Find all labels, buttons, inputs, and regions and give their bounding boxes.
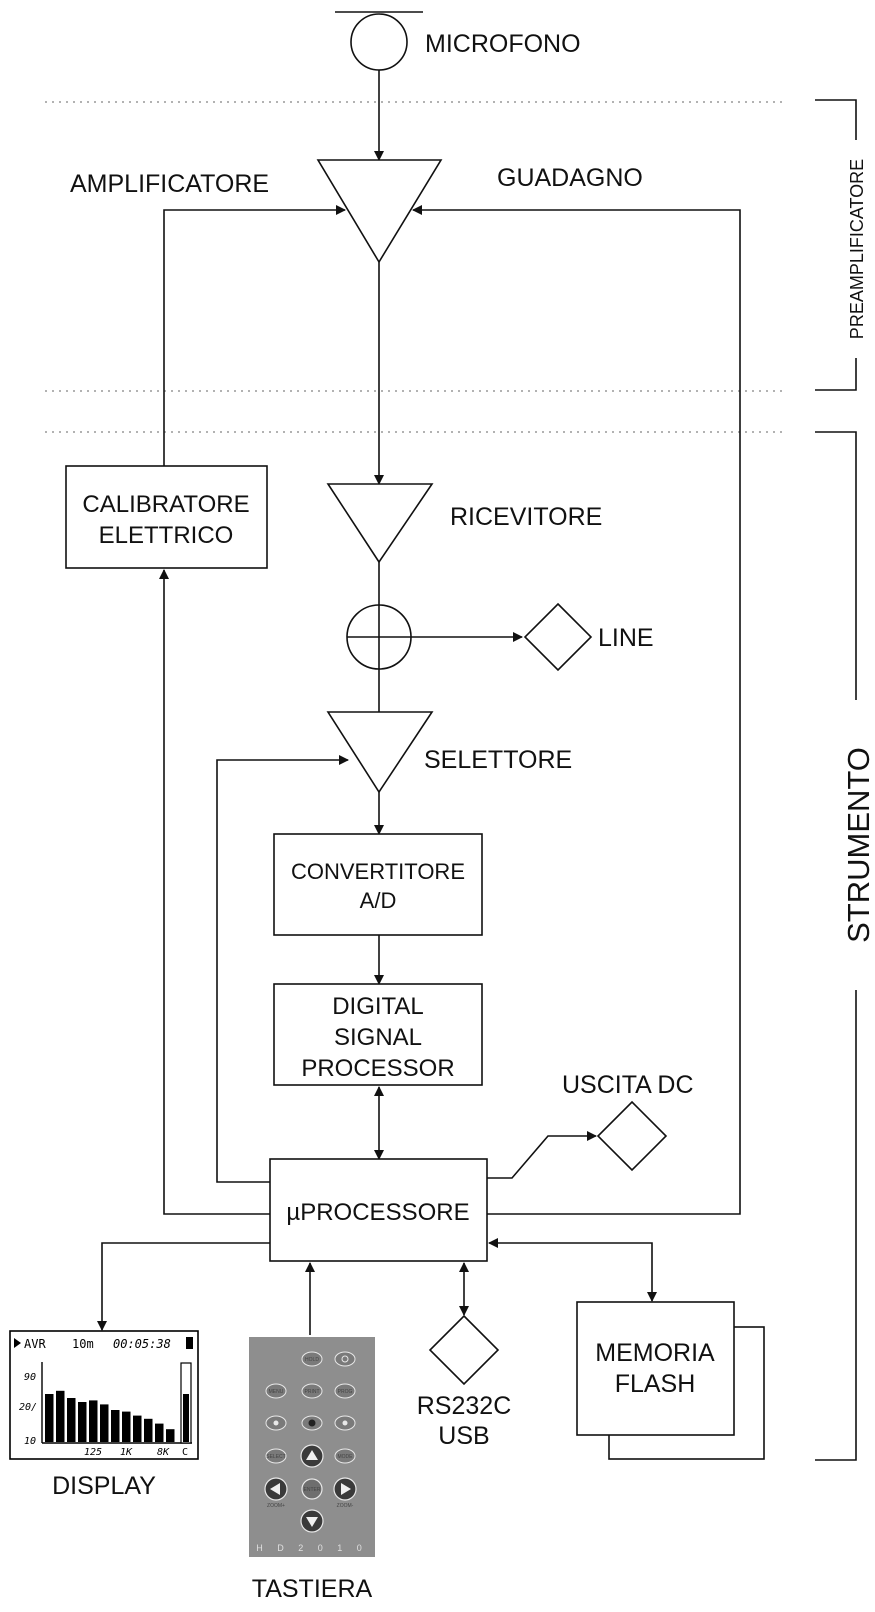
convertitore-label-line2: A/D	[360, 888, 397, 913]
selector-control-arrow	[216, 755, 349, 1183]
lcd-bar	[144, 1418, 153, 1442]
reset-key-icon	[342, 1420, 348, 1426]
convertitore-label-line1: CONVERTITORE	[291, 859, 465, 884]
lcd-ytick-10: 10	[24, 1436, 36, 1447]
rs232-diamond	[428, 1314, 500, 1386]
lcd-bar	[166, 1429, 175, 1442]
power-key[interactable]	[334, 1351, 356, 1367]
strumento-label: STRUMENTO	[841, 747, 875, 943]
lcd-bar	[45, 1394, 54, 1442]
lcd-mode: AVR	[24, 1337, 46, 1351]
memoria-label-line1: MEMORIA	[595, 1339, 715, 1367]
power-icon	[341, 1355, 349, 1363]
uscita-dc-diamond	[596, 1100, 668, 1172]
guadagno-label: GUADAGNO	[497, 164, 643, 192]
line-output-diamond	[523, 602, 593, 672]
lcd-ytick-90: 90	[24, 1372, 36, 1383]
convertitore-box	[273, 833, 483, 936]
lcd-spectrum-bars	[45, 1390, 175, 1442]
selettore-triangle	[326, 711, 434, 794]
ricevitore-label: RICEVITORE	[450, 503, 602, 531]
enter-key-label: ENTER	[304, 1487, 321, 1493]
calibrator-feedback-arrow	[163, 205, 346, 466]
rs232-label-line2: USB	[438, 1422, 489, 1450]
select-key-label: SELECT	[266, 1454, 285, 1460]
calibratore-label-line2: ELETTRICO	[99, 522, 234, 549]
lcd-interval: 10m	[72, 1337, 94, 1351]
prog-key-label: PROG	[338, 1389, 353, 1395]
uprocessore-label: µPROCESSORE	[286, 1199, 469, 1226]
mic-key-icon	[273, 1420, 279, 1426]
dsp-box	[273, 983, 483, 1086]
battery-icon	[186, 1337, 193, 1349]
lcd-bar	[100, 1404, 109, 1442]
lcd-bar	[78, 1402, 87, 1442]
line-label: LINE	[598, 624, 654, 652]
lcd-ytick-20: 20/	[19, 1402, 37, 1413]
lcd-total-bar	[183, 1394, 189, 1442]
calibratore-label-line1: CALIBRATORE	[82, 491, 249, 518]
lcd-display: AVR 10m 00:05:38 90 20/ 10 125 1K 8K C	[9, 1330, 199, 1460]
down-arrow-icon	[306, 1517, 318, 1527]
left-arrow-icon	[270, 1483, 280, 1495]
selettore-label: SELETTORE	[424, 746, 572, 774]
select-key[interactable]	[265, 1448, 287, 1464]
uscita-dc-label: USCITA DC	[562, 1071, 694, 1099]
zoom-plus-label: ZOOM+	[267, 1503, 285, 1509]
menu-key-label: MENU	[269, 1389, 284, 1395]
lcd-xtick-1k: 1K	[120, 1447, 133, 1458]
lcd-bar	[89, 1400, 98, 1442]
memoria-box	[576, 1301, 735, 1436]
record-icon	[308, 1419, 316, 1427]
mode-key[interactable]	[334, 1448, 356, 1464]
mode-key-label: MODE	[338, 1454, 354, 1460]
ricevitore-triangle	[326, 483, 434, 564]
dsp-label-line2: SIGNAL	[334, 1024, 422, 1051]
lcd-bar	[122, 1411, 131, 1442]
zoom-minus-label: ZOOM-	[337, 1503, 354, 1509]
lcd-bar	[155, 1423, 164, 1442]
uprocessor-to-display-arrow	[97, 1242, 270, 1331]
right-arrow-icon	[341, 1483, 351, 1495]
calibratore-box	[65, 465, 268, 569]
play-icon	[14, 1338, 21, 1348]
keypad-model-label: H D 2 0 1 0	[256, 1543, 368, 1553]
dsp-label-line3: PROCESSOR	[301, 1055, 454, 1082]
amplificatore-label: AMPLIFICATORE	[70, 170, 269, 198]
menu-key[interactable]	[265, 1383, 287, 1399]
uprocessor-to-calibrator-arrow	[159, 569, 270, 1215]
memoria-label-line2: FLASH	[615, 1370, 696, 1398]
lcd-bar	[56, 1390, 65, 1442]
up-arrow-icon	[306, 1450, 318, 1460]
lcd-bar	[133, 1415, 142, 1442]
print-key-label: PRINT	[305, 1389, 320, 1395]
hold-key-label: HOLD	[305, 1357, 319, 1363]
print-key[interactable]	[301, 1383, 323, 1399]
lcd-time: 00:05:38	[113, 1337, 171, 1351]
enter-key[interactable]	[301, 1478, 323, 1500]
hold-key[interactable]	[301, 1351, 323, 1367]
gain-control-arrow	[412, 205, 741, 1215]
tastiera-label: TASTIERA	[252, 1575, 373, 1603]
keypad: HOLD MENU PRINT PROG SELECT MODE ENTER Z…	[249, 1337, 375, 1557]
preamplificatore-label: PREAMPLIFICATORE	[847, 159, 867, 339]
lcd-xtick-125: 125	[84, 1447, 102, 1458]
microfono-label: MICROFONO	[425, 30, 581, 58]
lcd-bar	[111, 1410, 120, 1442]
dc-output-arrow	[487, 1131, 597, 1179]
lcd-bar	[67, 1398, 76, 1442]
microphone-symbol	[350, 13, 408, 71]
display-label: DISPLAY	[52, 1472, 156, 1500]
dsp-label-line1: DIGITAL	[332, 993, 424, 1020]
amplifier-triangle	[316, 159, 443, 264]
rs232-label-line1: RS232C	[417, 1392, 512, 1420]
memory-bidirectional-arrow	[488, 1238, 657, 1302]
prog-key[interactable]	[334, 1383, 356, 1399]
lcd-xtick-c: C	[182, 1447, 188, 1458]
lcd-xtick-8k: 8K	[157, 1447, 170, 1458]
uprocessore-box	[269, 1158, 488, 1262]
